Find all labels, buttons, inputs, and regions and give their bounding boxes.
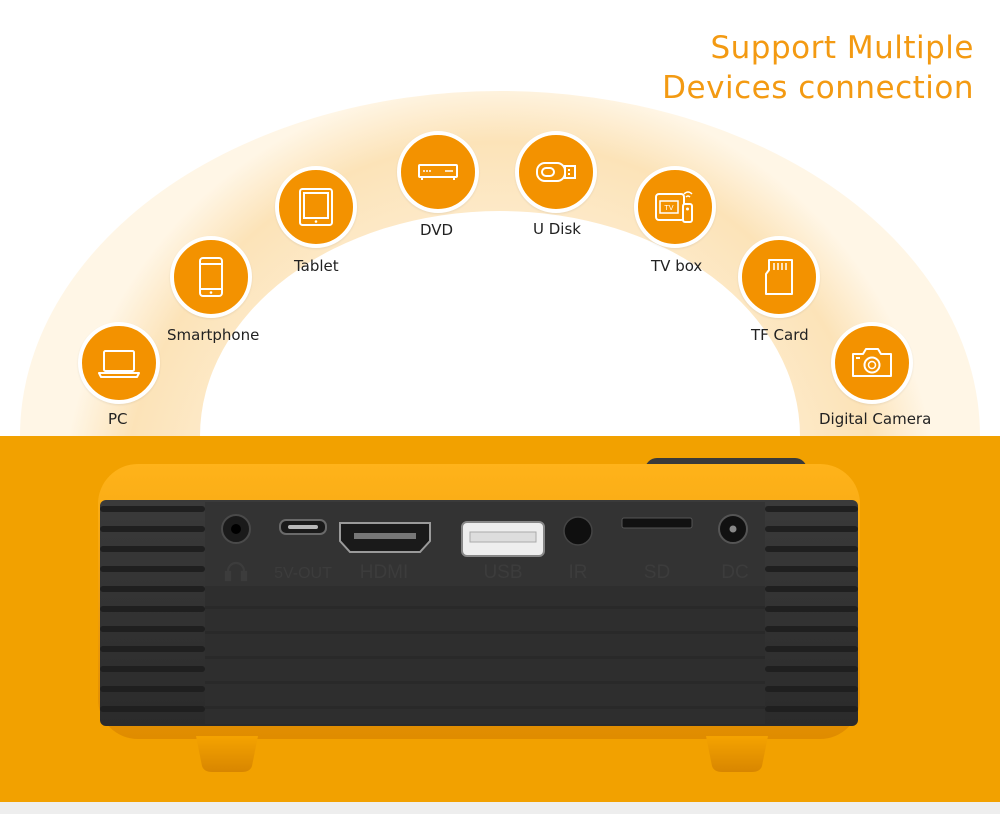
headphone-icon xyxy=(224,561,248,582)
device-u-disk xyxy=(515,131,597,213)
device-label-tf-card: TF Card xyxy=(751,326,809,344)
device-label-pc: PC xyxy=(108,410,128,428)
device-label-tablet: Tablet xyxy=(294,257,339,275)
smartphone-icon xyxy=(199,257,223,297)
device-digital-camera xyxy=(831,322,913,404)
device-smartphone xyxy=(170,236,252,318)
camera-icon xyxy=(852,348,892,377)
tablet-icon xyxy=(299,188,333,226)
sd-slot xyxy=(621,517,693,529)
device-label-tv-box: TV box xyxy=(651,257,703,275)
port-label-sd: SD xyxy=(644,562,670,583)
port-label-hdmi: HDMI xyxy=(360,562,409,583)
laptop-icon xyxy=(98,350,140,378)
right-vent xyxy=(765,506,858,712)
dvd-player-icon xyxy=(418,164,458,180)
svg-text:TV: TV xyxy=(663,204,673,212)
headline-line-1: Support Multiple xyxy=(710,30,974,66)
device-tablet xyxy=(275,166,357,248)
device-label-smartphone: Smartphone xyxy=(167,326,260,344)
left-vent xyxy=(100,506,205,712)
port-label-dc: DC xyxy=(721,562,748,583)
port-label-usb: USB xyxy=(483,562,522,583)
left-foot xyxy=(196,736,258,772)
ir-sensor xyxy=(563,516,593,546)
sd-card-icon xyxy=(765,259,793,295)
headline-line-2: Devices connection xyxy=(662,70,974,106)
device-label-dvd: DVD xyxy=(420,221,454,239)
device-label-digital-camera: Digital Camera xyxy=(819,410,932,428)
right-foot xyxy=(706,736,768,772)
usb-drive-icon xyxy=(536,162,576,182)
footer-strip xyxy=(0,802,1000,814)
device-pc xyxy=(78,322,160,404)
port-label-ir: IR xyxy=(569,562,588,583)
projector-rear-panel: 5V-OUT HDMI USB IR SD DC xyxy=(98,458,860,772)
port-label-5v-out: 5V-OUT xyxy=(274,565,332,582)
tv-box-icon: TV xyxy=(655,191,693,223)
device-tf-card xyxy=(738,236,820,318)
device-dvd xyxy=(397,131,479,213)
background-arc xyxy=(20,91,980,436)
device-tv-box: TV xyxy=(634,166,716,248)
device-label-u-disk: U Disk xyxy=(533,220,581,238)
headline: Support Multiple Devices connection xyxy=(662,28,974,108)
